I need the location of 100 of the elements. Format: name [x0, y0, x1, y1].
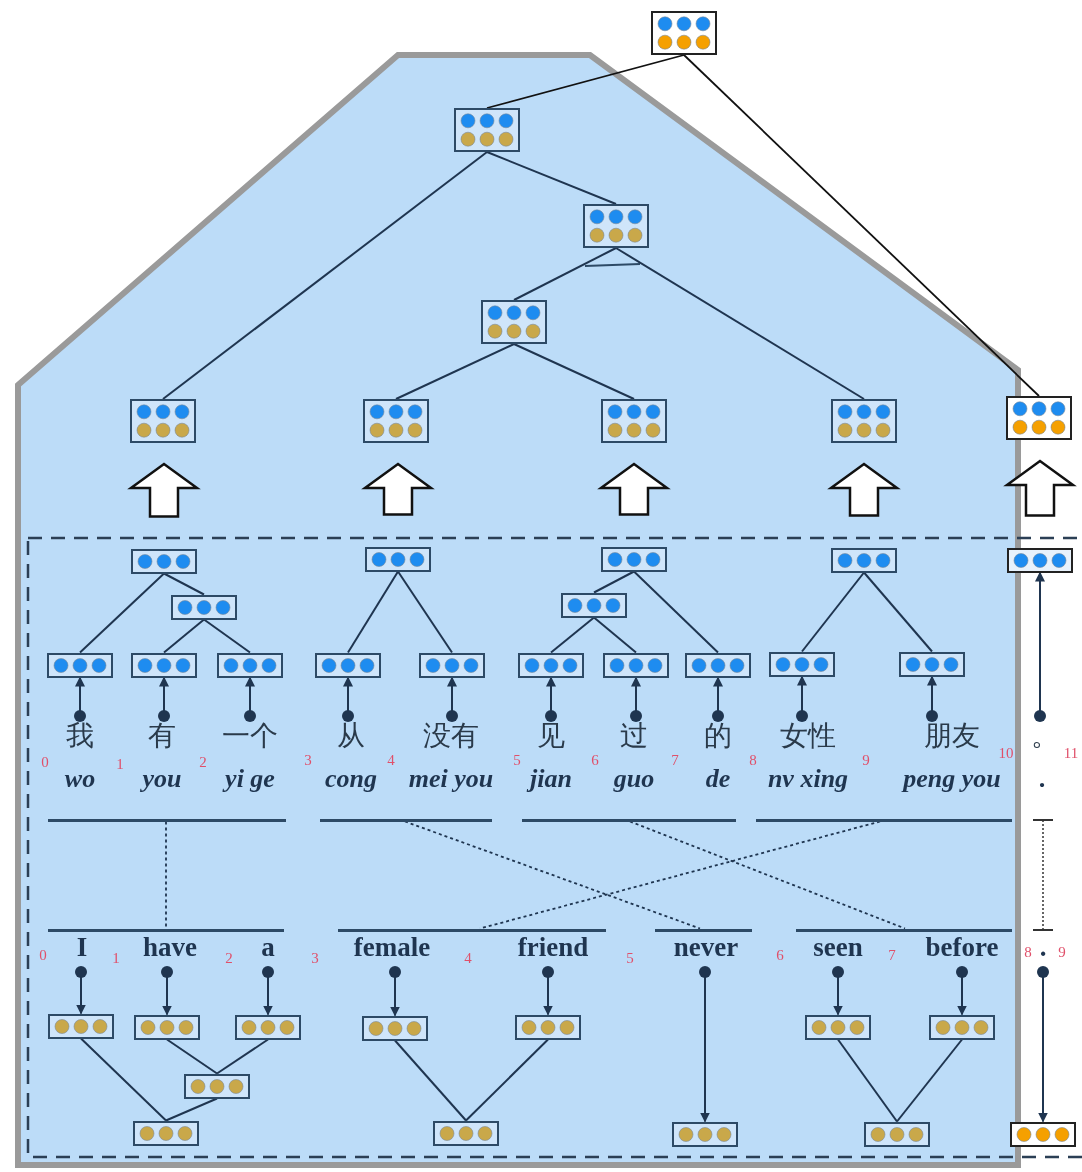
arrow — [956, 966, 968, 1016]
english-word: friend — [516, 931, 590, 963]
arrow — [1037, 966, 1049, 1123]
arrow — [699, 966, 711, 1123]
hollow-arrow — [361, 462, 435, 516]
chinese-word: 的 — [703, 720, 733, 752]
vector-box — [899, 651, 965, 677]
pinyin-word: peng you — [900, 764, 1002, 794]
chinese-word: 我 — [65, 720, 95, 752]
arrow — [545, 676, 557, 722]
vector-box — [672, 1121, 738, 1147]
vector-box — [929, 1014, 995, 1040]
arrow — [158, 676, 170, 722]
arrow — [446, 676, 458, 722]
vector-box — [651, 11, 717, 55]
english-word: seen — [812, 931, 864, 963]
arrow — [712, 676, 724, 722]
vector-box — [130, 399, 196, 443]
index-number: 10 — [998, 744, 1014, 762]
vector-box — [131, 548, 197, 574]
index-number: 7 — [888, 946, 896, 964]
vector-box — [1006, 396, 1072, 440]
chinese-word: 过 — [619, 720, 649, 752]
vector-box — [365, 546, 431, 572]
connector-line — [216, 1038, 269, 1075]
vector-box — [133, 1120, 199, 1146]
index-number: 4 — [387, 751, 395, 769]
connector-line — [550, 616, 595, 654]
vector-box — [864, 1121, 930, 1147]
connector-line — [394, 1039, 467, 1122]
arrow — [342, 676, 354, 722]
vector-box — [217, 652, 283, 678]
connector-line — [79, 572, 165, 654]
connector-line — [513, 343, 635, 400]
connector-line — [397, 570, 453, 654]
chinese-word: 有 — [147, 720, 177, 752]
chinese-word: 没有 — [422, 720, 480, 752]
arrow — [389, 966, 401, 1017]
vector-box — [184, 1073, 250, 1099]
index-number: 0 — [39, 946, 47, 964]
vector-box — [433, 1120, 499, 1146]
index-number: 6 — [776, 946, 784, 964]
vector-box — [131, 652, 197, 678]
connector-line — [513, 247, 617, 301]
chinese-word: 见 — [536, 720, 566, 752]
arrow — [161, 966, 173, 1016]
vector-box — [769, 651, 835, 677]
english-word: . — [1038, 931, 1048, 963]
arrow — [542, 966, 554, 1016]
segment-bar — [320, 818, 492, 822]
chinese-word: 女性 — [779, 720, 837, 752]
vector-box — [134, 1014, 200, 1040]
connector-line — [163, 618, 205, 654]
connector-line — [465, 1038, 549, 1122]
hollow-arrow — [827, 462, 901, 517]
vector-box — [1007, 547, 1073, 573]
vector-box — [481, 300, 547, 344]
segment-bar — [338, 928, 606, 932]
english-word: I — [75, 931, 89, 963]
vector-box — [685, 652, 751, 678]
arrow — [262, 966, 274, 1016]
english-word: a — [260, 931, 276, 963]
arrow — [244, 676, 256, 722]
vector-box — [518, 652, 584, 678]
pinyin-word: nv xing — [766, 764, 850, 794]
connector-line — [683, 54, 1040, 397]
vector-box — [1010, 1121, 1076, 1147]
connector-line — [633, 570, 719, 654]
connector-line — [593, 570, 635, 594]
segment-bar — [756, 818, 1012, 822]
vector-box — [362, 1015, 428, 1041]
pinyin-word: cong — [324, 764, 378, 794]
segment-bar — [522, 818, 736, 822]
index-number: 5 — [513, 751, 521, 769]
chinese-word: 。 — [1031, 720, 1055, 752]
connector-line — [896, 1038, 963, 1123]
vector-box — [47, 652, 113, 678]
segment-bar — [48, 928, 284, 932]
vector-box — [363, 399, 429, 443]
index-number: 8 — [1024, 943, 1032, 961]
index-number: 3 — [304, 751, 312, 769]
arrow — [832, 966, 844, 1016]
vector-box — [235, 1014, 301, 1040]
index-number: 1 — [112, 949, 120, 967]
arrow — [926, 675, 938, 722]
pinyin-word: wo — [63, 764, 97, 794]
vector-box — [583, 204, 649, 248]
connector-line — [863, 571, 933, 653]
index-number: 3 — [311, 949, 319, 967]
arrow — [1034, 571, 1046, 722]
connector-line — [347, 570, 399, 654]
connector-line — [80, 1037, 167, 1122]
vector-box — [603, 652, 669, 678]
connector-line — [486, 151, 617, 205]
pinyin-word: de — [704, 764, 732, 794]
vector-box — [805, 1014, 871, 1040]
english-word: have — [142, 931, 198, 963]
pinyin-word: guo — [612, 764, 656, 794]
vector-box — [48, 1013, 114, 1039]
connector-line — [801, 571, 865, 653]
